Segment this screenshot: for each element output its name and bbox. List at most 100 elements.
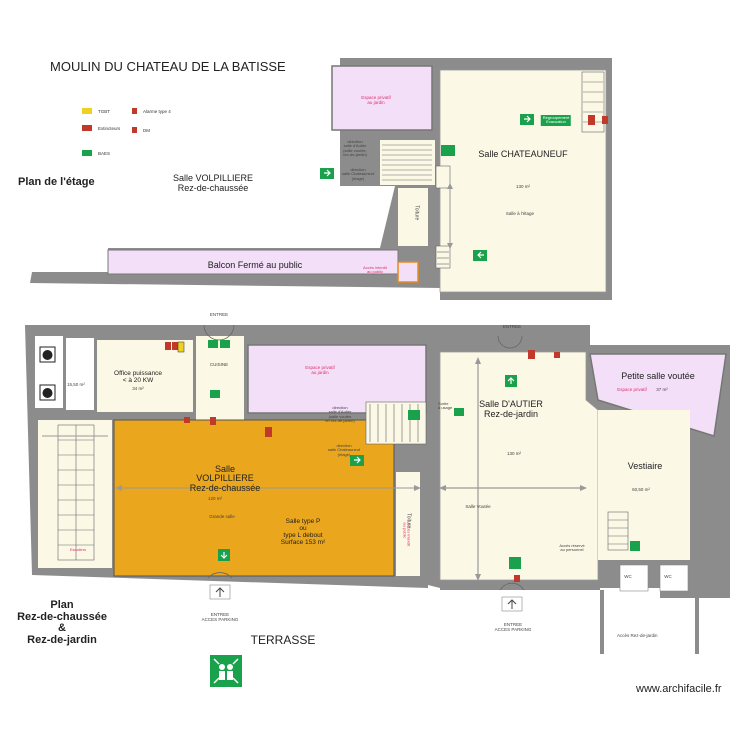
wheelchair-icon (39, 346, 56, 363)
legend-item-alarm: Alarme type 4 (132, 108, 171, 114)
legend-label: Extincteurs (98, 125, 121, 131)
upper-private-label: Espace privatif au jardin (361, 95, 391, 105)
extinguisher-icon (528, 350, 535, 359)
baes-icon (408, 410, 420, 420)
extinguisher-icon (602, 116, 608, 124)
legend-label: TGBT (98, 108, 110, 114)
lower-private-space (247, 344, 427, 414)
office-area: 34 m² (132, 386, 144, 391)
dm-icon (132, 127, 137, 133)
legend-item-baes: BAES (82, 150, 110, 156)
baes-icon (218, 549, 230, 561)
upper-direction-note-2: direction salle Chateauneuf (étage) (341, 167, 375, 181)
extinguisher-icon (265, 427, 272, 437)
upper-floor (30, 58, 612, 300)
baes-icon (509, 557, 521, 569)
wc-room-1 (619, 564, 649, 592)
upper-direction-note: direction salle d'Autier (salle voutée, … (343, 139, 367, 158)
upper-volpilliere-label: Salle VOLPILLIERE Rez-de-chaussée (172, 173, 254, 193)
chateauneuf-area: 130 m² (515, 184, 531, 189)
baes-icon (210, 390, 220, 398)
acces-interdit-label: Accès interdit au public (362, 265, 388, 275)
baes-icon (441, 145, 455, 156)
legend-label: Alarme type 4 (143, 108, 171, 114)
entree-top-label-2: ENTREE (502, 324, 522, 329)
wc-room-2 (659, 564, 689, 592)
petite-salle-title: Petite salle voutée (621, 371, 695, 381)
balcon-label: Balcon Fermé au public (207, 260, 303, 270)
escalier-label: Escaliers (69, 547, 87, 552)
vestiaire-area: 60,50 m² (632, 487, 650, 492)
legend-label: DM (143, 127, 150, 133)
petite-salle (589, 353, 727, 437)
extinguisher-icon (210, 417, 216, 425)
chateauneuf-sub: Salle à l'étage (505, 211, 535, 216)
lower-floor (25, 324, 730, 654)
left-stairs (57, 424, 95, 561)
baes-icon (505, 375, 517, 387)
tgbt-icon (82, 108, 92, 114)
alarm-icon (132, 108, 137, 114)
balcon (107, 249, 399, 275)
entree-parking-label-1: ENTREE ACCES PARKING (201, 612, 239, 622)
footer-watermark[interactable]: www.archifacile.fr (636, 683, 722, 695)
upper-toiture-label: Toiture (413, 205, 420, 221)
autier-area: 130 m² (506, 451, 522, 456)
volpilliere-area: 120 m² (207, 496, 223, 501)
upper-floor-caption: Plan de l'étage (18, 176, 95, 188)
extinguisher-icon (165, 342, 178, 350)
legend-item-dm: DM (132, 127, 150, 133)
entrance-arrow-icon (501, 596, 523, 612)
office-label: Office puissance < à 20 KW (114, 370, 162, 385)
signage-icons (39, 114, 640, 687)
upper-toiture (398, 188, 428, 246)
chateauneuf-title: Salle CHATEAUNEUF (478, 149, 568, 159)
volpilliere-title: Salle VOLPILLIERE Rez-de-chaussée (189, 464, 261, 493)
baes-icon (520, 114, 534, 125)
cuisine-label: CUISINE (209, 362, 229, 367)
legend-label: BAES (98, 150, 111, 156)
assembly-point-icon (210, 655, 242, 687)
baes-icon (473, 250, 487, 261)
vestiaire-title: Vestiaire (627, 461, 663, 471)
salle-voutee-label: Salle Voutée (465, 504, 491, 509)
extinguisher-icon (82, 125, 92, 131)
left-hall (38, 420, 112, 568)
terrasse-label: TERRASSE (250, 633, 316, 647)
cuisine-room (196, 336, 244, 420)
office-room (97, 340, 193, 412)
extinguisher-icon (514, 575, 520, 582)
upper-stairs (382, 144, 432, 181)
grande-salle-label: Grande salle (209, 514, 235, 519)
plan-title: MOULIN DU CHATEAU DE LA BATISSE (50, 59, 286, 74)
sortie-label: Sortie à usage (438, 401, 453, 411)
upper-stair-area (380, 140, 435, 185)
upper-private-space (331, 65, 433, 131)
regroupement-sign: Regroupement Evacuation (540, 115, 572, 126)
wc-area: 15,50 m² (67, 382, 85, 387)
baes-icon (350, 455, 364, 466)
baes-icon (630, 541, 640, 551)
baes-icon (320, 168, 334, 179)
baes-icon (454, 408, 464, 416)
wheelchair-icon (39, 384, 56, 401)
autier-title: Salle D'AUTIER Rez-de-jardin (479, 399, 543, 419)
lower-direction-note: direction salle d'Autier (salle voutée e… (325, 405, 355, 424)
balcon-closed-area (397, 261, 419, 283)
dm-icon (184, 417, 190, 423)
wc-label-2: WC (664, 574, 672, 579)
petite-salle-private: Espace privatif (617, 387, 647, 392)
dm-icon (554, 352, 560, 358)
lower-private-label: Espace privatif au jardin (305, 365, 335, 375)
type-p-label: Salle type P ou type L debout Surface 15… (280, 518, 326, 547)
lower-floor-caption: Plan Rez-de-chaussée & Rez-de-jardin (17, 599, 107, 646)
acces-reserve-label: Accès réservé au personnel (559, 543, 585, 553)
extinguisher-icon (588, 115, 595, 125)
volpilliere-hall (113, 419, 395, 577)
baes-icon (82, 150, 92, 156)
baes-icon (208, 340, 230, 348)
legend-item-extinguisher: Extincteurs (82, 125, 120, 131)
lower-acces-interdit: Accès interdit au public (402, 522, 412, 547)
wc-corridor (66, 338, 94, 410)
